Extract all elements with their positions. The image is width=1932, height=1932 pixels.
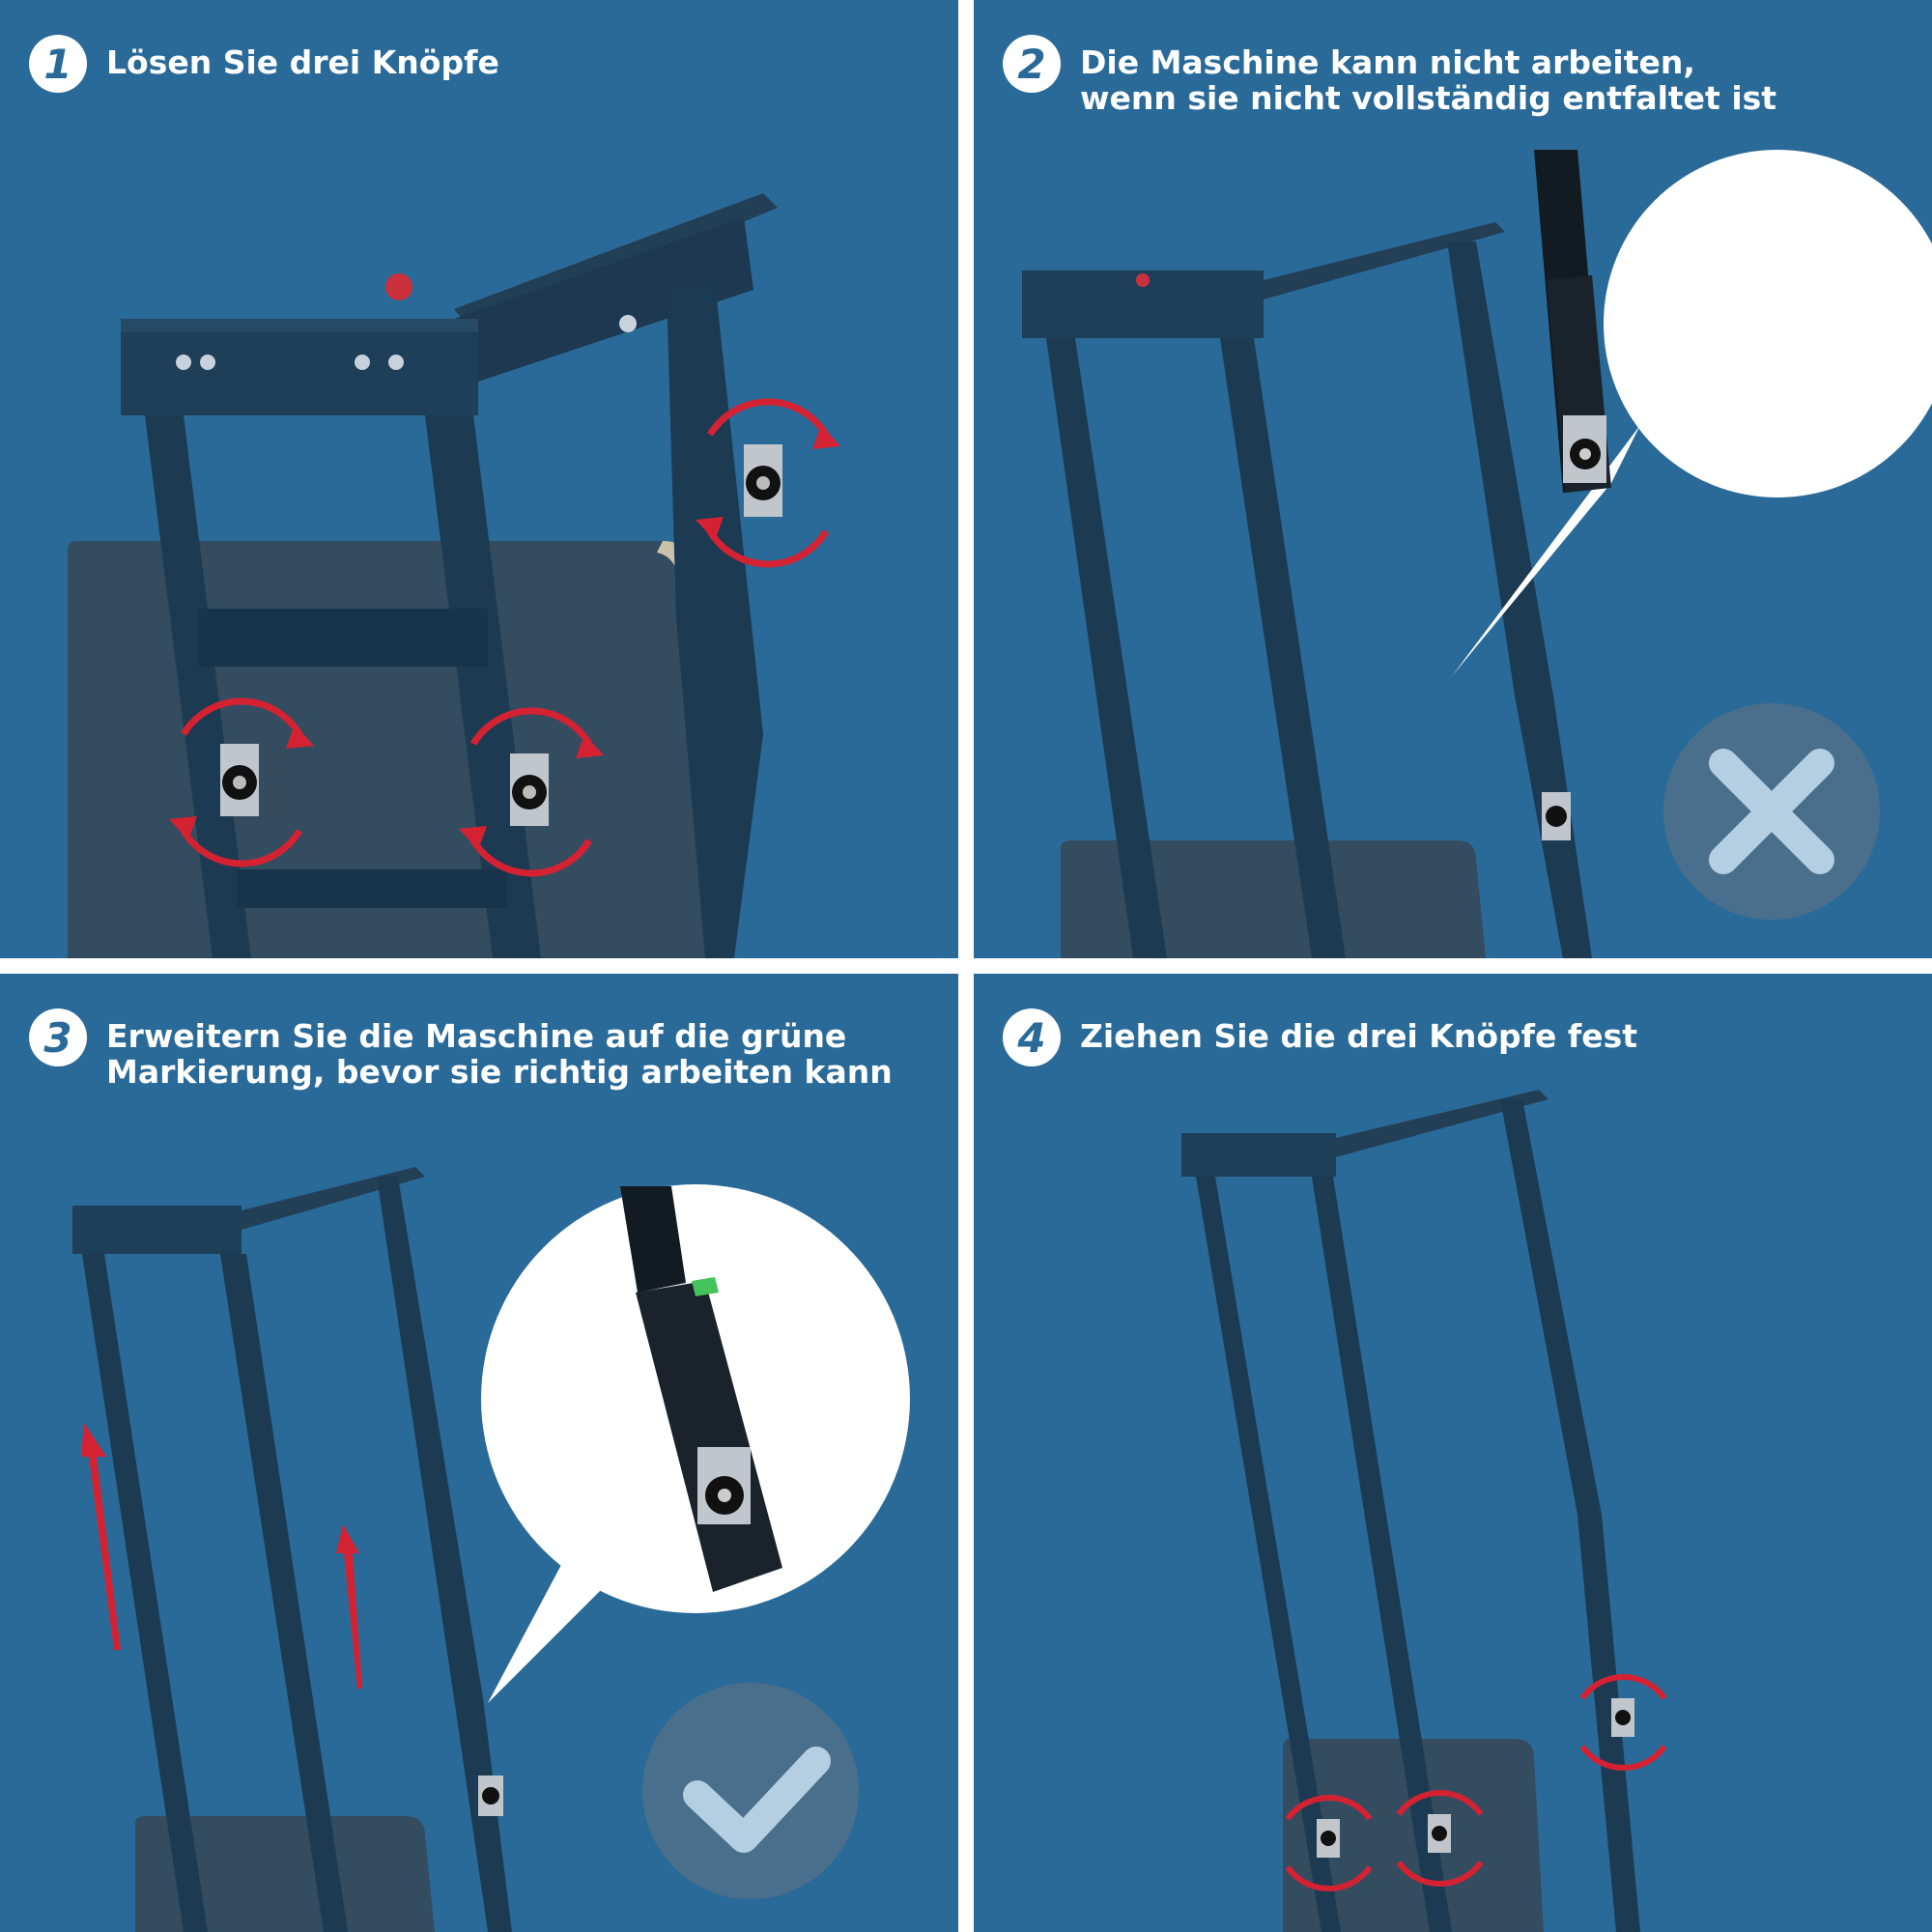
up-arrow-icon: [81, 1423, 121, 1650]
knob: [1317, 1819, 1340, 1858]
step-1-header: 1 Lösen Sie drei Knöpfe: [29, 35, 499, 93]
step-number-badge: 2: [1003, 35, 1061, 93]
check-icon: [642, 1683, 859, 1899]
knob: [220, 744, 259, 816]
step-3-header: 3 Erweitern Sie die Maschine auf die grü…: [29, 1009, 893, 1090]
step-4-panel: 4 Ziehen Sie die drei Knöpfe fest: [974, 974, 1932, 1932]
zoom-callout: [1452, 150, 1932, 676]
step-1-panel: 1 Lösen Sie drei Knöpfe: [0, 0, 958, 958]
step-4-illustration: [1181, 1090, 1667, 1932]
knob: [1542, 792, 1571, 840]
step-number-badge: 4: [1003, 1009, 1061, 1066]
zoom-callout: [481, 1184, 910, 1703]
step-2-header: 2 Die Maschine kann nicht arbeiten, wenn…: [1003, 35, 1776, 116]
knob: [1611, 1698, 1634, 1737]
step-1-illustration: [68, 193, 840, 958]
step-2-panel: 2 Die Maschine kann nicht arbeiten, wenn…: [974, 0, 1932, 958]
step-title: Ziehen Sie die drei Knöpfe fest: [1080, 1017, 1638, 1055]
knob: [1428, 1814, 1451, 1853]
up-arrow-icon: [336, 1524, 362, 1689]
step-3-illustration: [72, 1167, 910, 1932]
step-number-badge: 1: [29, 35, 87, 93]
rotate-arrows-icon: [181, 398, 829, 877]
step-title: Lösen Sie drei Knöpfe: [106, 43, 499, 81]
step-title: Erweitern Sie die Maschine auf die grüne…: [106, 1017, 893, 1091]
rotate-arrows-icon: [1285, 1674, 1667, 1891]
green-marker: [692, 1277, 719, 1296]
step-4-header: 4 Ziehen Sie die drei Knöpfe fest: [1003, 1009, 1637, 1066]
step-2-illustration: [1022, 150, 1932, 958]
step-number-badge: 3: [29, 1009, 87, 1066]
knob: [478, 1776, 503, 1816]
step-3-panel: 3 Erweitern Sie die Maschine auf die grü…: [0, 974, 958, 1932]
knob: [744, 444, 782, 517]
step-title: Die Maschine kann nicht arbeiten, wenn s…: [1080, 43, 1777, 117]
knob: [510, 753, 549, 826]
cross-icon: [1663, 703, 1880, 920]
